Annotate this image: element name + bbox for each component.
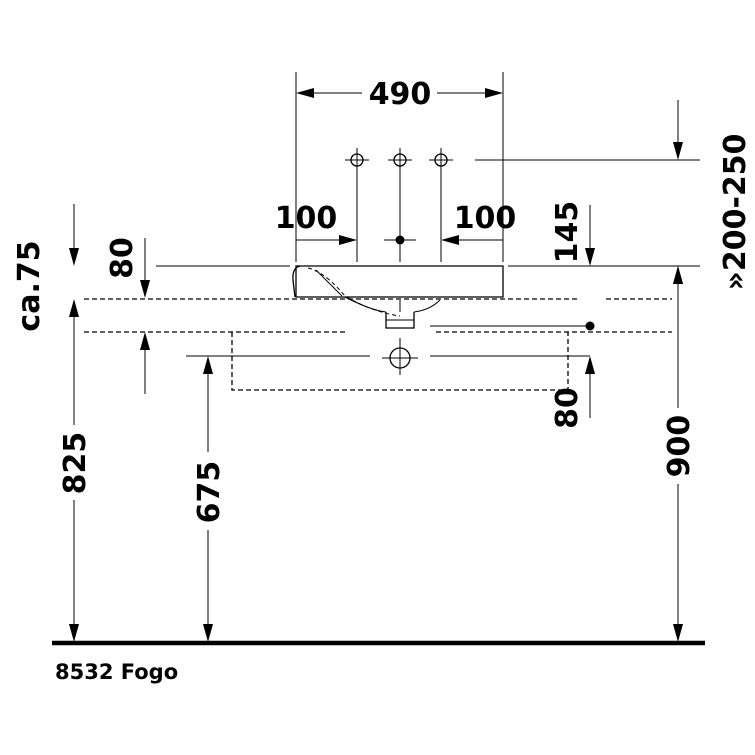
svg-text:100: 100	[454, 201, 517, 236]
svg-text:100: 100	[275, 201, 338, 236]
dim-rim-to-waste: 145	[550, 201, 595, 266]
svg-text:80: 80	[105, 237, 140, 279]
svg-text:ca.75: ca.75	[12, 240, 47, 331]
svg-text:675: 675	[192, 461, 227, 524]
svg-text:900: 900	[662, 415, 697, 478]
dim-floor-to-rim: 900	[662, 266, 697, 642]
dim-floor-to-top: 825	[58, 299, 93, 642]
svg-text:»200-250: »200-250	[718, 133, 753, 290]
dim-floor-to-vanity: 675	[192, 356, 227, 642]
dim-approx-depth: ca.75	[12, 204, 79, 332]
dim-tap-offset-right: 100	[400, 201, 516, 245]
washbasin	[292, 265, 504, 329]
dim-rim-depth: 80	[105, 237, 150, 298]
svg-text:80: 80	[550, 387, 585, 429]
dim-vanity-top-marker	[140, 332, 150, 394]
waste-pipe	[382, 338, 418, 375]
svg-text:825: 825	[58, 432, 93, 495]
model-caption: 8532 Fogo	[55, 660, 178, 684]
tap-holes	[345, 148, 453, 262]
dim-tap-height: »200-250	[673, 100, 753, 291]
dim-tap-offset-left: 100	[275, 201, 400, 245]
dim-waste-drop: 80	[550, 356, 595, 429]
vanity-outline	[84, 298, 672, 391]
dim-basin-width: 490	[295, 72, 504, 262]
svg-text:145: 145	[550, 201, 585, 264]
svg-text:490: 490	[369, 77, 432, 112]
